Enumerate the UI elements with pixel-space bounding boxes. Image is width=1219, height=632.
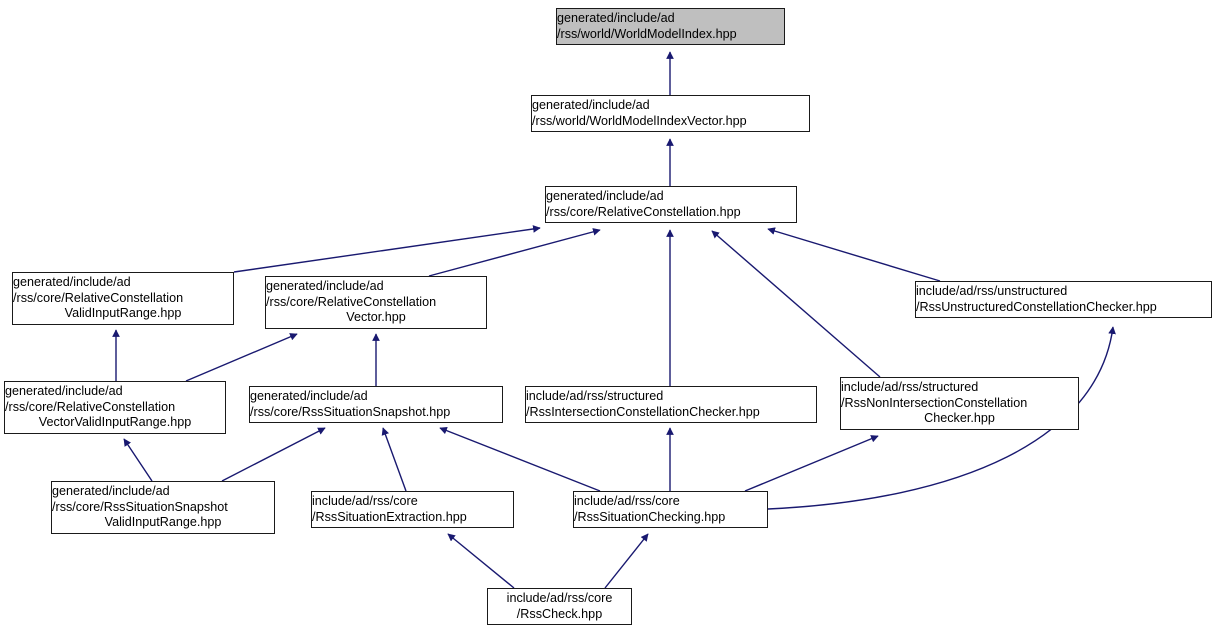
node-relative-constellation-vector-valid-input-range[interactable]: generated/include/ad /rss/core/RelativeC… [4,381,226,434]
node-label-line: Checker.hpp [924,411,995,426]
node-relative-constellation[interactable]: generated/include/ad /rss/core/RelativeC… [545,186,797,223]
node-label-line: /RssSituationChecking.hpp [574,509,726,524]
node-world-model-index[interactable]: generated/include/ad /rss/world/WorldMod… [556,8,785,45]
node-rss-intersection-constellation-checker[interactable]: include/ad/rss/structured /RssIntersecti… [525,386,817,423]
node-rss-check[interactable]: include/ad/rss/core /RssCheck.hpp [487,588,632,625]
node-label-line: /rss/world/WorldModelIndexVector.hpp [532,113,747,128]
node-label-line: /RssNonIntersectionConstellation [841,395,1028,410]
node-label-line: generated/include/ad [557,10,675,25]
node-label-line: include/ad/rss/core [312,493,418,508]
node-rss-situation-snapshot[interactable]: generated/include/ad /rss/core/RssSituat… [249,386,503,423]
node-rss-situation-snapshot-valid-input-range[interactable]: generated/include/ad /rss/core/RssSituat… [51,481,275,534]
node-label-line: generated/include/ad [266,279,384,294]
node-label-line: Vector.hpp [346,310,406,325]
node-label-line: /rss/world/WorldModelIndex.hpp [557,26,737,41]
node-label-line: include/ad/rss/core [506,590,613,605]
node-label-line: /RssIntersectionConstellationChecker.hpp [526,404,760,419]
node-label-line: /rss/core/RelativeConstellation [266,294,437,309]
edge-relative-constellation-vector-to-relative-constellation [428,228,601,277]
edge-unstructured-checker-to-relative-constellation [767,227,941,282]
edge-rcvir-to-relative-constellation [233,225,541,273]
node-label-line: include/ad/rss/core [574,493,680,508]
node-relative-constellation-vector[interactable]: generated/include/ad /rss/core/RelativeC… [265,276,487,329]
node-label-line: generated/include/ad [250,388,368,403]
node-relative-constellation-valid-input-range[interactable]: generated/include/ad /rss/core/RelativeC… [12,272,234,325]
node-label-line: generated/include/ad [5,384,123,399]
edge-rss-check-to-checking [604,533,649,589]
edge-snapshot-vir-to-snapshot [221,427,326,482]
node-label-line: include/ad/rss/structured [526,388,664,403]
node-rss-non-intersection-constellation-checker[interactable]: include/ad/rss/structured /RssNonInterse… [840,377,1079,430]
node-label-line: /rss/core/RssSituationSnapshot.hpp [250,404,451,419]
node-label-line: generated/include/ad [52,484,170,499]
node-label-line: /RssUnstructuredConstellationChecker.hpp [916,299,1157,314]
node-label-line: generated/include/ad [546,188,664,203]
node-rss-unstructured-constellation-checker[interactable]: include/ad/rss/unstructured /RssUnstruct… [915,281,1212,318]
node-rss-situation-checking[interactable]: include/ad/rss/core /RssSituationCheckin… [573,491,768,528]
node-world-model-index-vector[interactable]: generated/include/ad /rss/world/WorldMod… [531,95,810,132]
edge-non-intersection-checker-to-relative-constellation [711,230,881,378]
node-label-line: /rss/core/RssSituationSnapshot [52,499,228,514]
edge-snapshot-vir-to-rcvvir [123,438,153,482]
node-rss-situation-extraction[interactable]: include/ad/rss/core /RssSituationExtract… [311,491,514,528]
node-label-line: /rss/core/RelativeConstellation [13,290,184,305]
node-label-line: include/ad/rss/structured [841,380,979,395]
node-label-line: generated/include/ad [532,97,650,112]
node-label-line: /RssCheck.hpp [516,606,603,621]
node-label-line: /RssSituationExtraction.hpp [312,509,467,524]
node-label-line: include/ad/rss/unstructured [916,283,1068,298]
edge-checking-to-snapshot [439,426,601,492]
edge-rcvvir-to-relative-constellation-vector [185,333,298,382]
node-label-line: generated/include/ad [13,275,131,290]
node-label-line: VectorValidInputRange.hpp [38,415,192,430]
node-label-line: ValidInputRange.hpp [64,306,182,321]
edge-extraction-to-snapshot [381,427,407,492]
node-label-line: /rss/core/RelativeConstellation [5,399,176,414]
node-label-line: /rss/core/RelativeConstellation.hpp [546,204,741,219]
edge-checking-to-non-intersection-checker [744,435,879,492]
node-label-line: ValidInputRange.hpp [104,515,222,530]
edge-rss-check-to-extraction [447,533,515,589]
